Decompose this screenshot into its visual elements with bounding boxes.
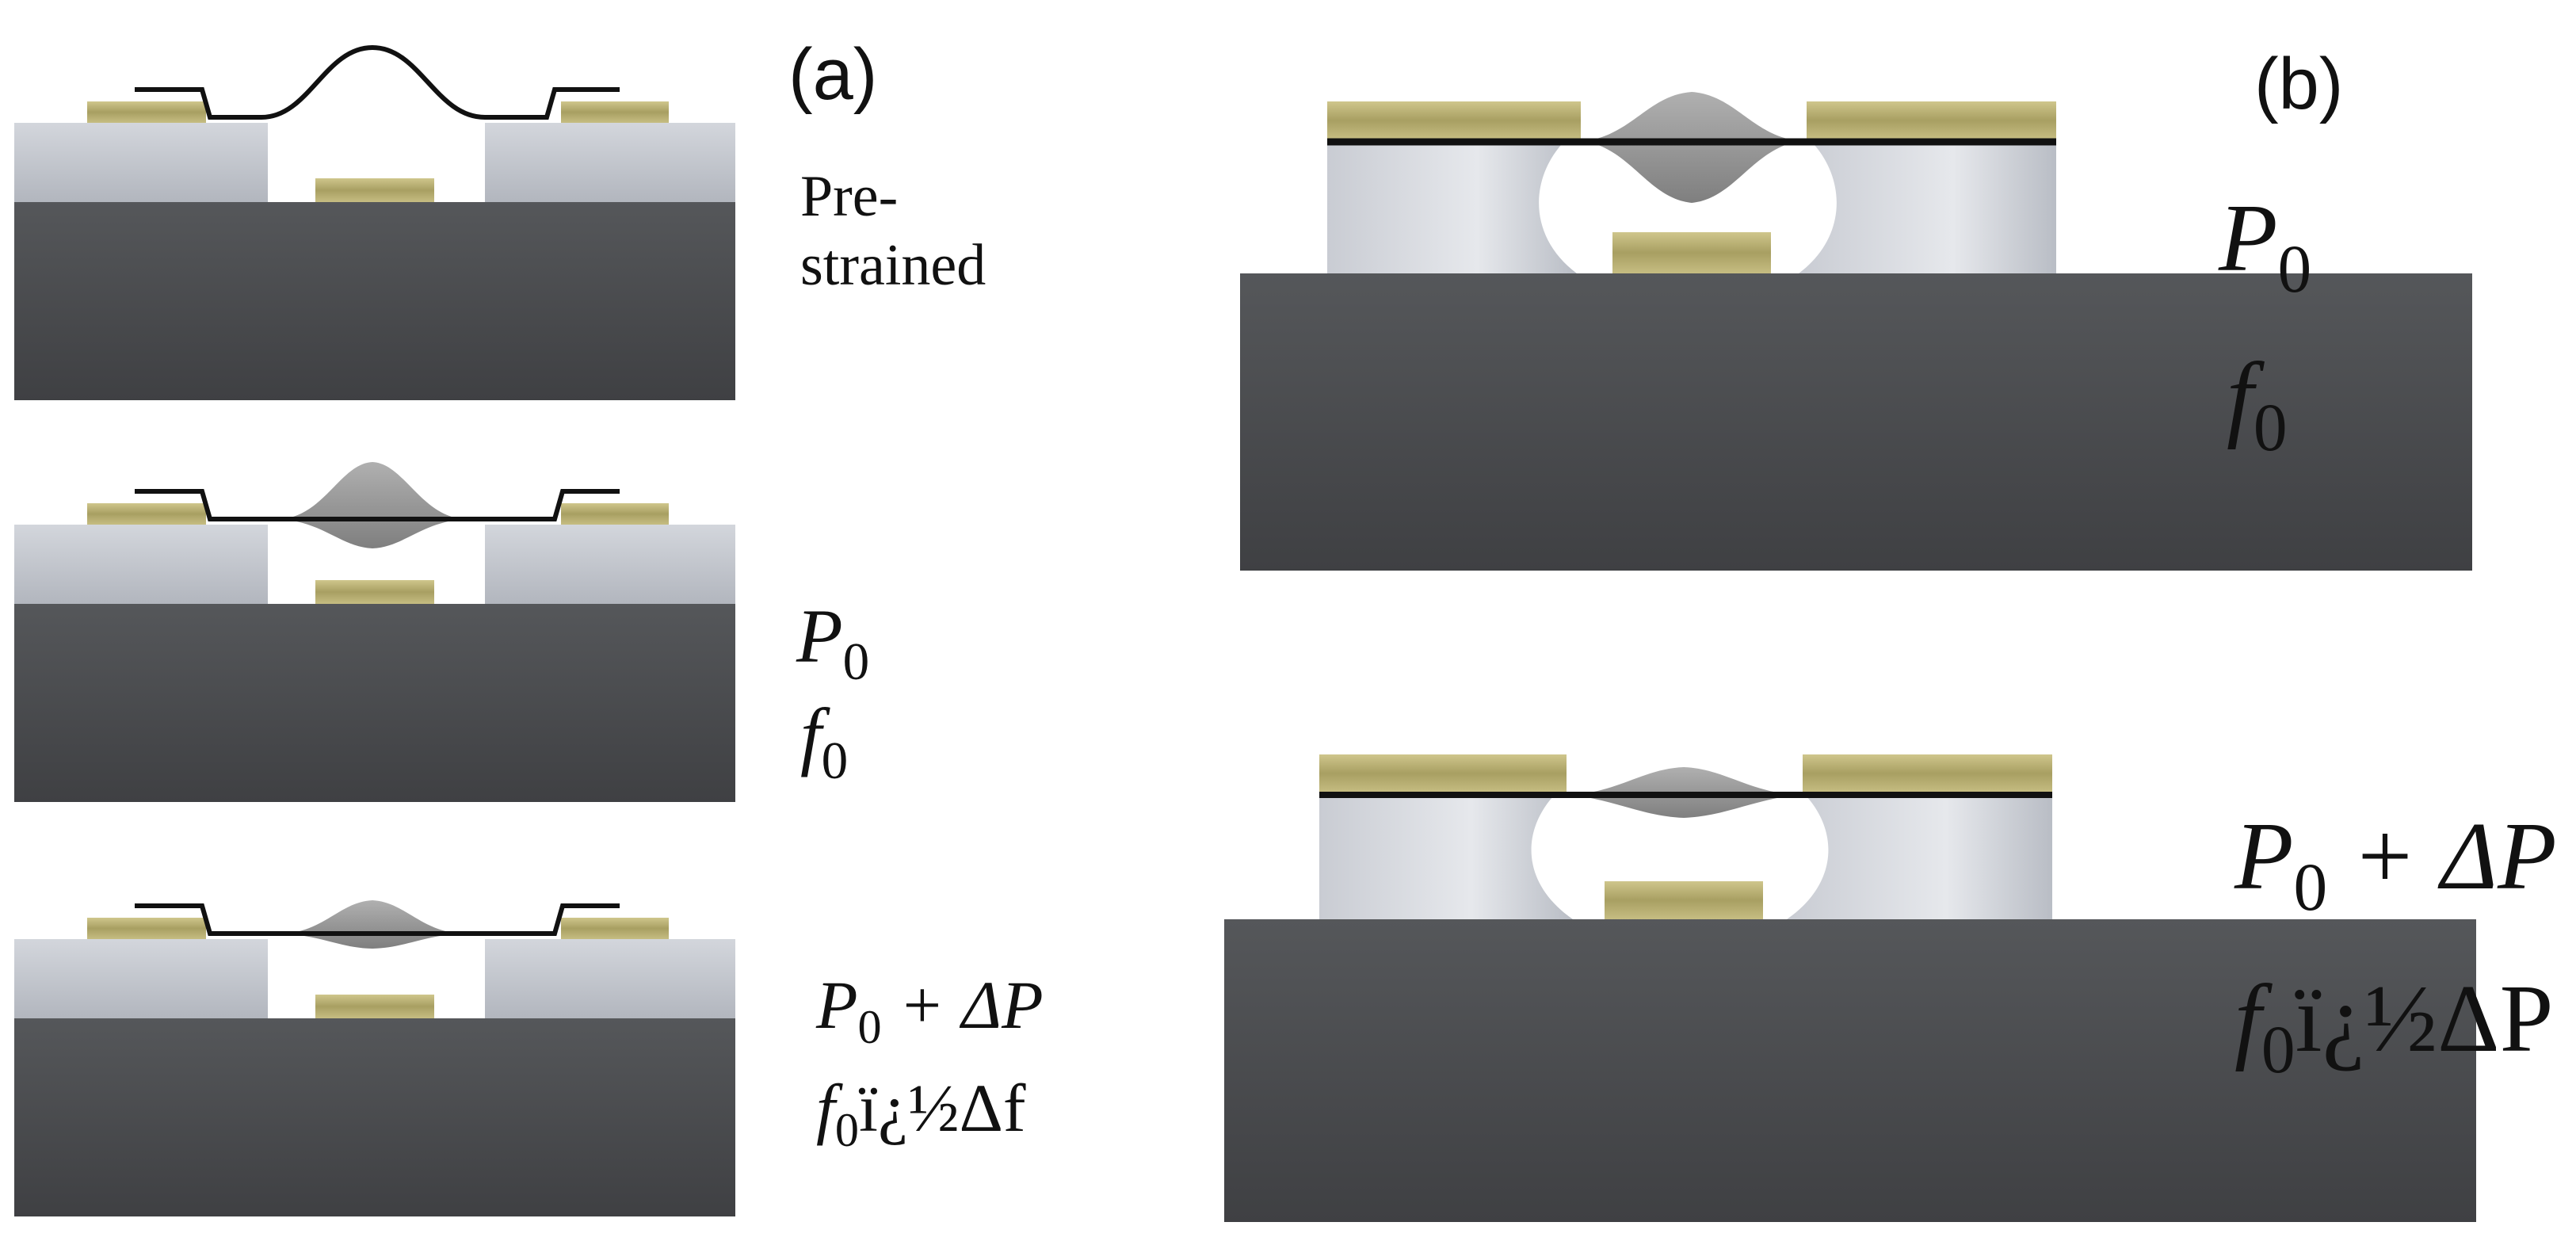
spacer-left [14,123,268,202]
electrode-top-left [87,918,206,939]
panel-a-label: (a) [788,34,878,115]
electrode-bottom [1605,881,1763,919]
pressure-symbol: P [2219,185,2278,292]
substrate [14,604,735,802]
panel-b-state-2 [1224,754,2476,1222]
spacer-right [485,525,735,604]
substrate [14,202,735,400]
electrode-bottom [315,580,434,604]
electrode-bottom [315,995,434,1018]
electrode-top-right [561,918,669,939]
electrode-top-left [87,503,206,525]
panel-b-state-1 [1240,92,2472,571]
frequency-delta: ï¿½Δf [859,1070,1026,1146]
substrate [14,1018,735,1216]
frequency-symbol: f [816,1070,835,1146]
pressure-symbol: P [816,967,858,1043]
electrode-bottom [315,178,434,202]
liquid-dome [1585,92,1799,203]
prestrained-line-1: Pre- [800,164,899,229]
frequency-subscript: 0 [821,730,849,790]
membrane [135,44,620,120]
liquid-dome [281,462,464,548]
pressure-symbol: P [2234,803,2294,910]
electrode-top-right [561,503,669,525]
spacer-right [485,123,735,202]
b-state-2-frequency-label: f0ï¿½ΔP [2234,971,2553,1085]
pressure-subscript: 0 [857,1001,882,1055]
panel-a-state-1 [14,44,735,400]
substrate [1224,919,2476,1222]
panel-a-state-2 [14,462,735,802]
spacer-post-left [1319,796,1573,919]
frequency-symbol: f [2234,965,2261,1072]
electrode-top-left [1327,101,1581,139]
b-state-2-pressure-label: P0 + ΔP [2234,808,2557,922]
pressure-delta: + ΔP [881,967,1044,1043]
substrate [1240,273,2472,571]
a-state-3-frequency-label: f0ï¿½Δf [816,1074,1026,1155]
spacer-left [14,939,268,1018]
membrane [135,489,620,521]
electrode-top-right [1803,754,2052,792]
pressure-symbol: P [796,594,843,678]
spacer-post-right [1787,796,2052,919]
electrode-top-left [1319,754,1567,792]
spacer-left [14,525,268,604]
frequency-delta: ï¿½ΔP [2295,965,2554,1072]
liquid-dome [285,900,460,949]
electrode-top-right [561,101,669,123]
b-state-1-frequency-label: f0 [2227,349,2288,463]
spacer-post-right [1799,145,2056,273]
frequency-subscript: 0 [2261,1013,2296,1088]
b-state-1-pressure-label: P0 [2219,190,2311,304]
spacer-post-left [1327,145,1577,273]
membrane [135,903,620,936]
a-state-3-pressure-label: P0 + ΔP [816,971,1044,1052]
prestrained-label: Pre- strained [800,162,986,301]
electrode-top-right [1807,101,2056,139]
prestrained-line-2: strained [800,233,987,299]
a-state-2-pressure-label: P0 [796,598,869,688]
frequency-subscript: 0 [2253,391,2288,466]
pressure-subscript: 0 [2293,850,2328,926]
pressure-subscript: 0 [842,631,870,691]
frequency-symbol: f [800,693,822,777]
spacer-right [485,939,735,1018]
electrode-bottom [1612,232,1771,273]
panel-a-state-3 [14,900,735,1216]
a-state-2-frequency-label: f0 [800,697,848,787]
panel-b-label: (b) [2254,44,2344,124]
frequency-symbol: f [2227,343,2254,450]
frequency-subscript: 0 [834,1104,859,1158]
pressure-subscript: 0 [2277,232,2312,307]
pressure-delta: + ΔP [2327,803,2557,910]
electrode-top-left [87,101,206,123]
